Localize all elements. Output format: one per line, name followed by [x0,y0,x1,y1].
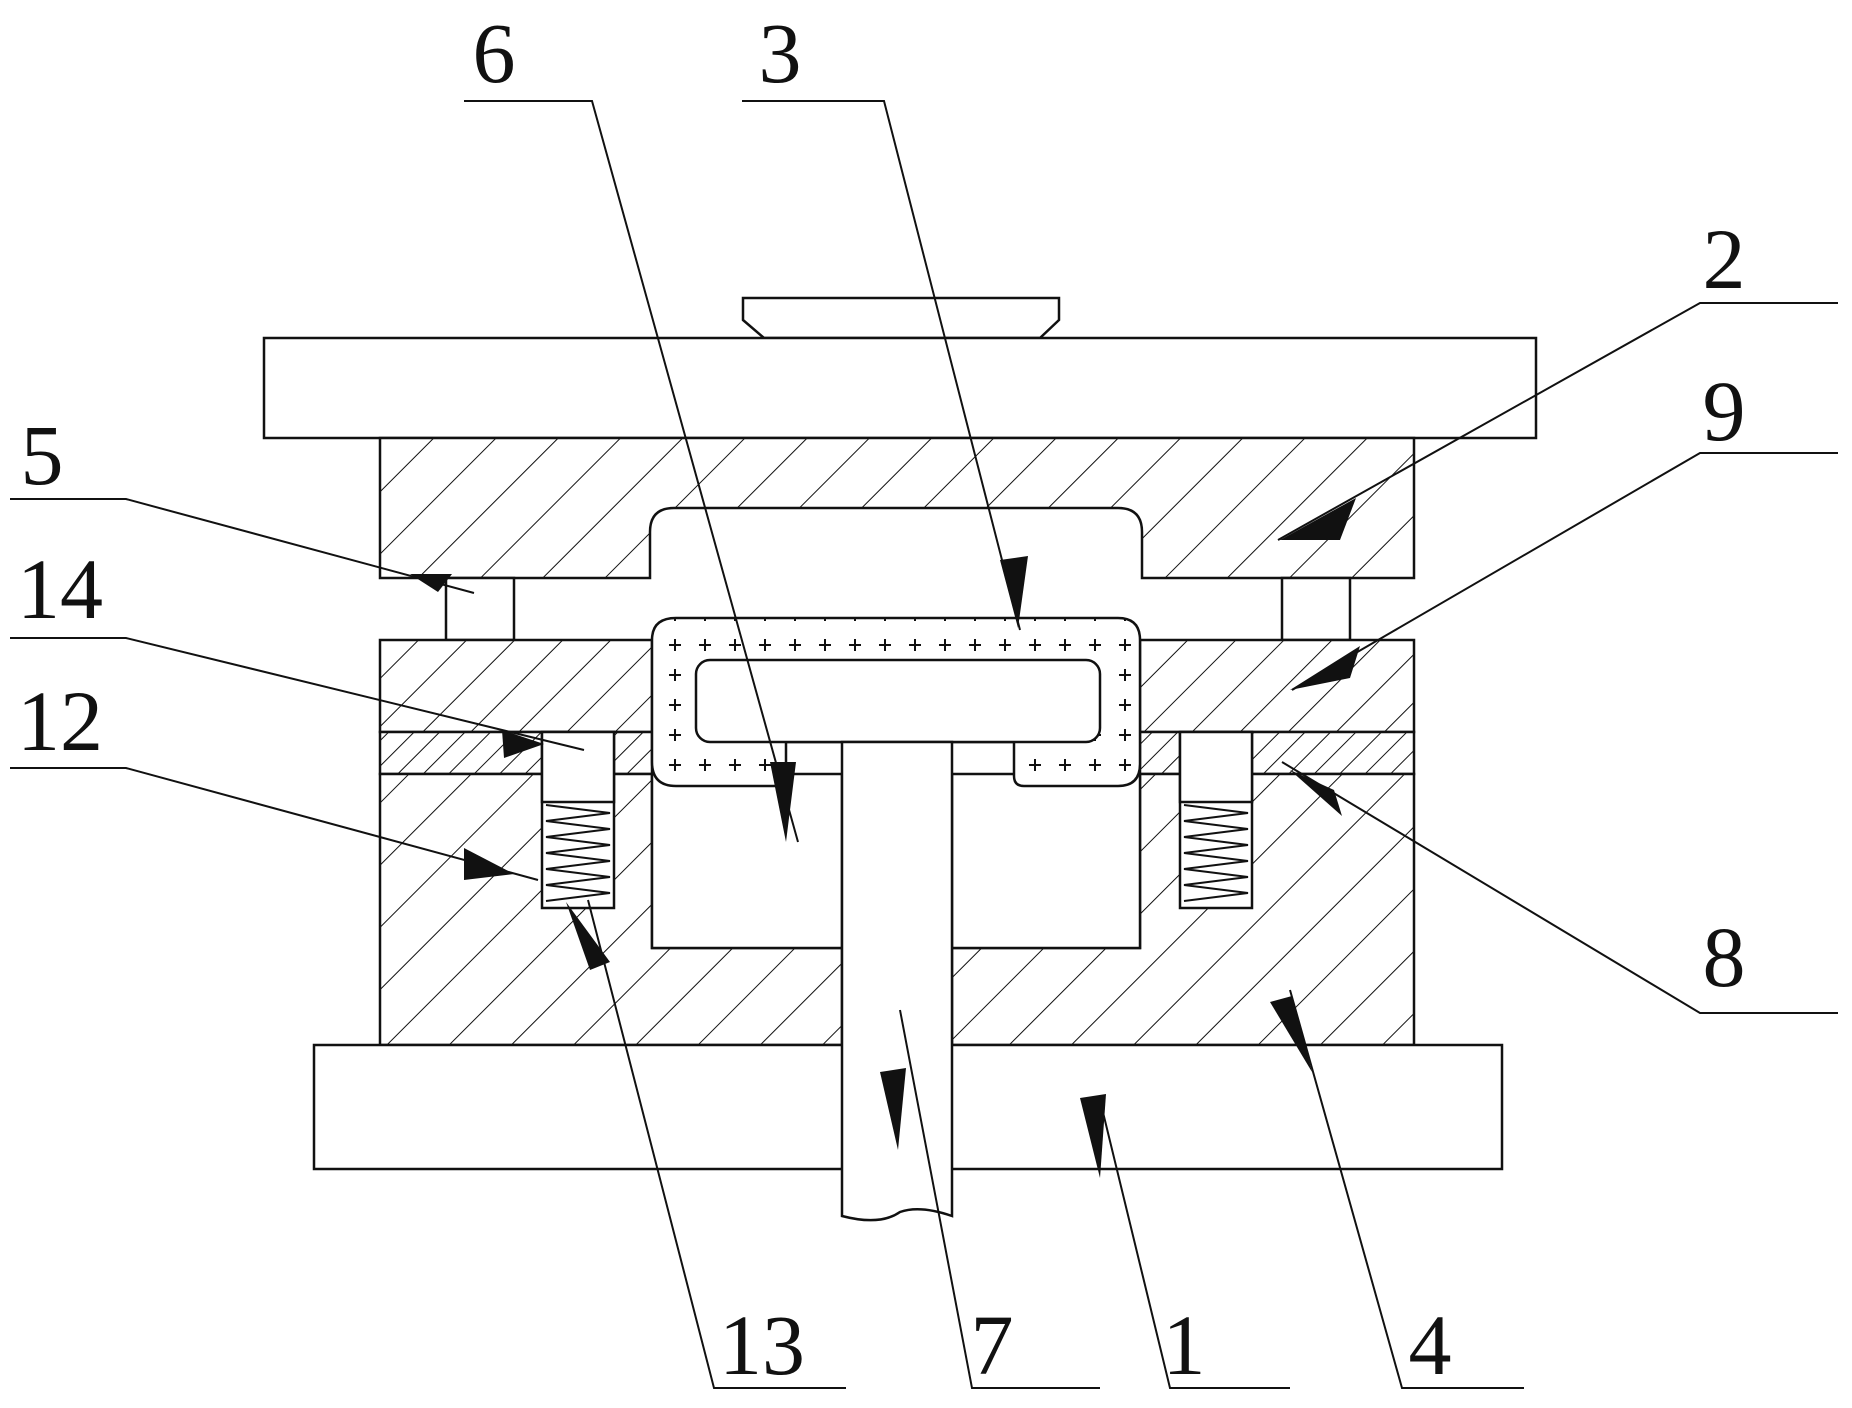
callout-6: 6 [473,5,516,101]
callout-12: 12 [17,673,103,769]
core-block-left [652,774,842,948]
callout-8: 8 [1703,909,1746,1005]
callout-13: 13 [719,1297,805,1393]
stripper-plate-left [380,640,652,732]
stripper-plate-right [1140,640,1414,732]
top-plate [264,338,1536,438]
pocket-cap-right [1180,732,1252,802]
callout-3: 3 [759,5,802,101]
callout-14: 14 [17,541,103,637]
callout-2: 2 [1703,211,1746,307]
core-block-right [952,774,1140,948]
callout-4: 4 [1409,1297,1452,1393]
top-handle [743,298,1059,338]
ejector-rod [842,742,952,1220]
callout-7: 7 [971,1297,1014,1393]
callout-9: 9 [1703,363,1746,459]
upper-die [380,438,1414,578]
callout-1: 1 [1163,1297,1206,1393]
callout-5: 5 [21,407,64,503]
guide-post-right [1282,578,1350,640]
punch-head [696,660,1100,742]
